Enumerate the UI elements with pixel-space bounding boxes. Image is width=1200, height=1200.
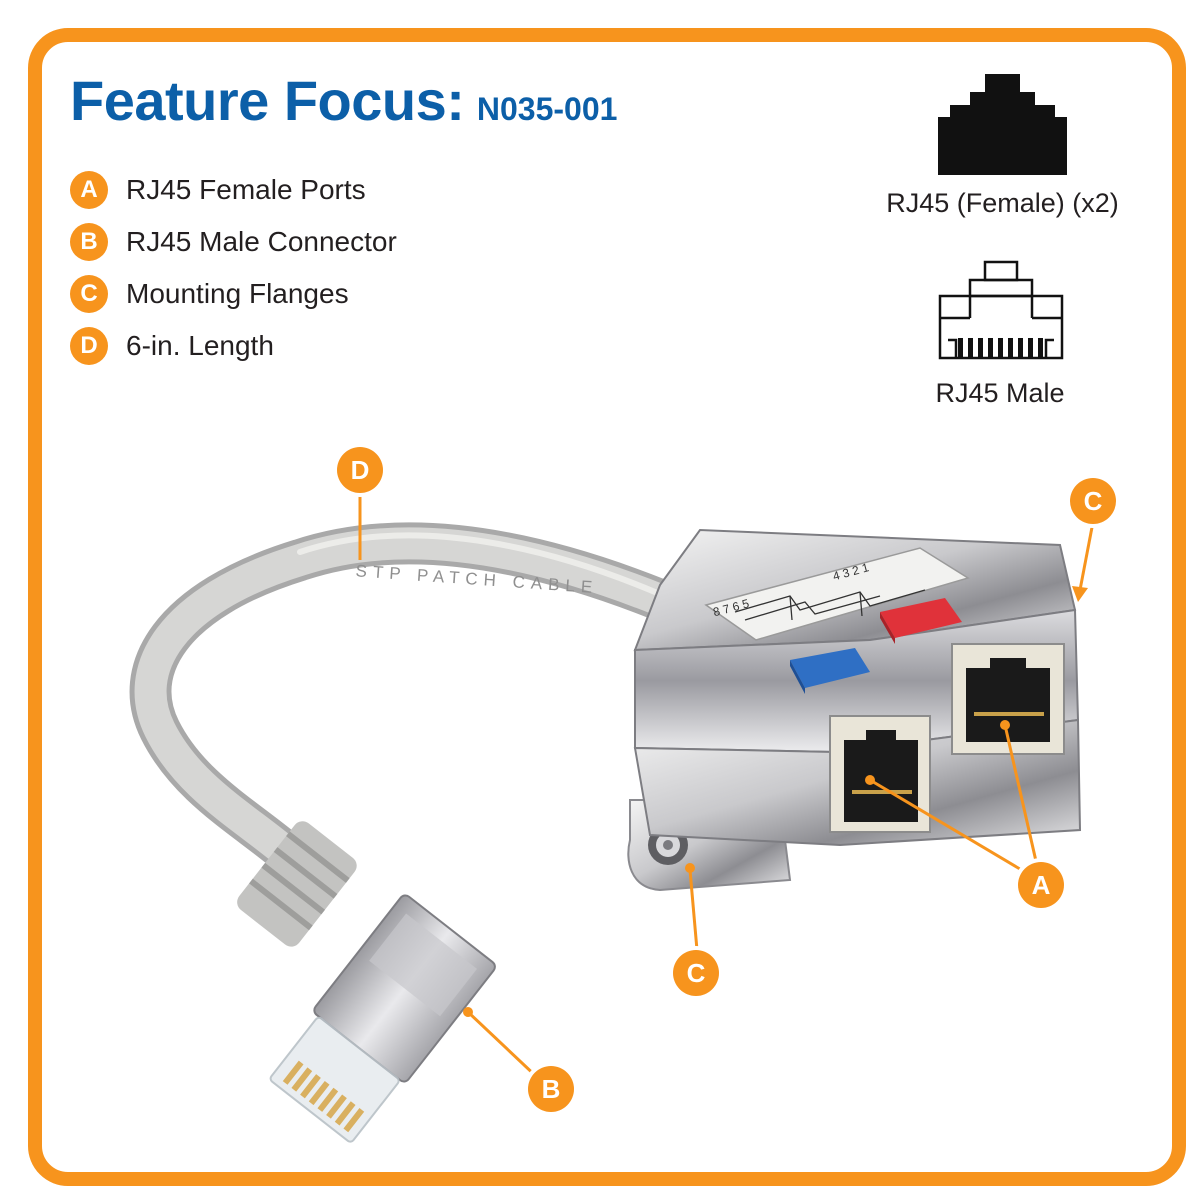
feature-list: A RJ45 Female Ports B RJ45 Male Connecto…	[70, 164, 397, 372]
feature-label: Mounting Flanges	[126, 278, 349, 309]
feature-badge: C	[70, 275, 108, 313]
rj45-female-label: RJ45 (Female) (x2)	[886, 188, 1119, 218]
feature-item-c: C Mounting Flanges	[70, 268, 397, 320]
model-number: N035-001	[476, 91, 618, 127]
feature-badge: B	[70, 223, 108, 261]
feature-item-a: A RJ45 Female Ports	[70, 164, 397, 216]
title-main: Feature Focus:	[70, 69, 465, 132]
callout-a: A	[1018, 862, 1064, 908]
feature-badge: A	[70, 171, 108, 209]
callout-d: D	[337, 447, 383, 493]
cable-boot	[237, 821, 357, 947]
feature-badge: D	[70, 327, 108, 365]
feature-label: RJ45 Female Ports	[126, 174, 366, 205]
page-title: Feature Focus: N035-001	[70, 68, 617, 133]
feature-label: 6-in. Length	[126, 330, 274, 361]
rj45-male-plug	[269, 894, 496, 1143]
feature-item-b: B RJ45 Male Connector	[70, 216, 397, 268]
feature-item-d: D 6-in. Length	[70, 320, 397, 372]
feature-label: RJ45 Male Connector	[126, 226, 397, 257]
rj45-male-label: RJ45 Male	[935, 378, 1065, 408]
callout-b: B	[528, 1066, 574, 1112]
callout-c-bottom: C	[673, 950, 719, 996]
coupler-body: 8 7 6 5 4 3 2 1	[627, 528, 1082, 892]
callout-c-top: C	[1070, 478, 1116, 524]
